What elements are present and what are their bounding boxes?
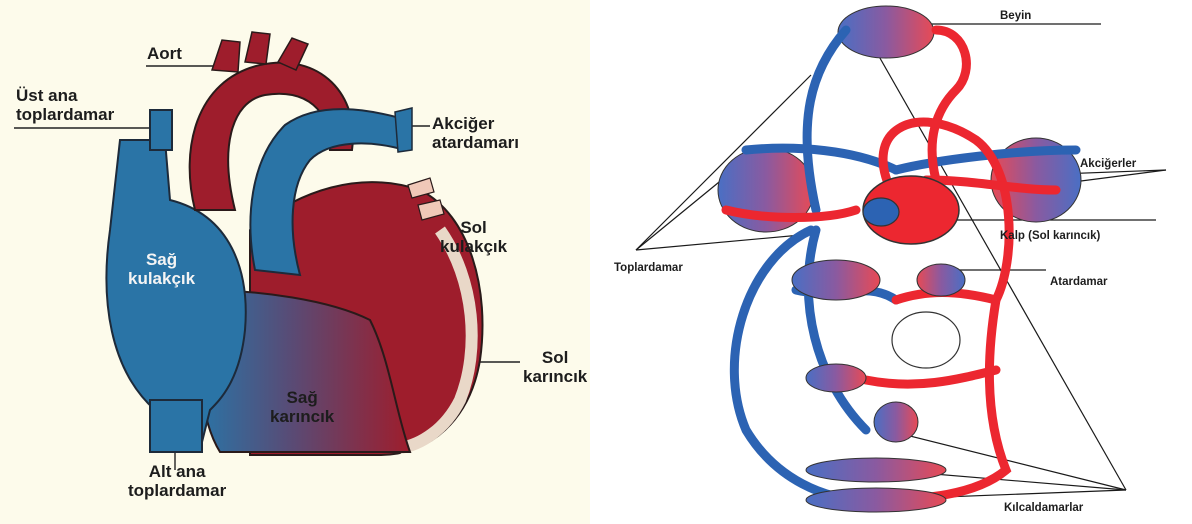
pulmonary-branch-top xyxy=(395,108,412,152)
heart-diagram-panel: Aort Üst ana toplardamar Akciğer atardam… xyxy=(0,0,590,524)
lower-capillary-3 xyxy=(806,488,946,512)
label-alt-ana-line2: toplardamar xyxy=(128,481,226,500)
label-sag-kulakcik-line2: kulakçık xyxy=(128,269,195,288)
lower-capillary-1 xyxy=(874,402,918,442)
label-sag-kulakcik-line1: Sağ xyxy=(128,250,195,269)
intestine-capillary xyxy=(806,364,866,392)
label-sol-kulakcik-line1: Sol xyxy=(440,218,507,237)
label-sol-kulakcik-line2: kulakçık xyxy=(440,237,507,256)
label-alt-ana-line1: Alt ana xyxy=(128,462,226,481)
label-sag-karincik-line1: Sağ xyxy=(270,388,334,407)
label-sag-karincik: Sağ karıncık xyxy=(270,388,334,426)
label-ust-ana-line2: toplardamar xyxy=(16,105,114,124)
label-toplardamar: Toplardamar xyxy=(614,262,683,275)
label-akcigerler: Akciğerler xyxy=(1080,158,1136,171)
label-kilcaldamarlar: Kılcaldamarlar xyxy=(1004,502,1083,515)
label-sag-karincik-line2: karıncık xyxy=(270,407,334,426)
label-sol-kulakcik: Sol kulakçık xyxy=(440,218,507,256)
label-akciger-line2: atardamarı xyxy=(432,133,519,152)
label-sol-karincik-line2: karıncık xyxy=(523,367,587,386)
label-alt-ana-toplardamar: Alt ana toplardamar xyxy=(128,462,226,500)
heart-illustration xyxy=(0,0,590,524)
label-akciger-line1: Akciğer xyxy=(432,114,519,133)
circulation-diagram-panel: Beyin Akciğerler Kalp (Sol karıncık) Top… xyxy=(596,0,1192,524)
brain-capillary-bed xyxy=(838,6,934,58)
kidney-capillary xyxy=(917,264,965,296)
label-ust-ana-toplardamar: Üst ana toplardamar xyxy=(16,86,114,124)
superior-vena-cava xyxy=(150,110,172,150)
label-beyin: Beyin xyxy=(1000,10,1031,23)
liver-capillary xyxy=(792,260,880,300)
inferior-vena-cava xyxy=(150,400,202,452)
label-sol-karincik-line1: Sol xyxy=(523,348,587,367)
label-sol-karincik: Sol karıncık xyxy=(523,348,587,386)
label-aort: Aort xyxy=(147,44,182,63)
lower-capillary-2 xyxy=(806,458,946,482)
label-atardamar: Atardamar xyxy=(1050,276,1108,289)
label-kalp: Kalp (Sol karıncık) xyxy=(1000,230,1100,243)
label-akciger-atardamari: Akciğer atardamarı xyxy=(432,114,519,152)
stomach xyxy=(892,312,960,368)
circulation-illustration xyxy=(596,0,1192,524)
label-ust-ana-line1: Üst ana xyxy=(16,86,114,105)
label-sag-kulakcik: Sağ kulakçık xyxy=(128,250,195,288)
circ-heart-right xyxy=(863,198,899,226)
